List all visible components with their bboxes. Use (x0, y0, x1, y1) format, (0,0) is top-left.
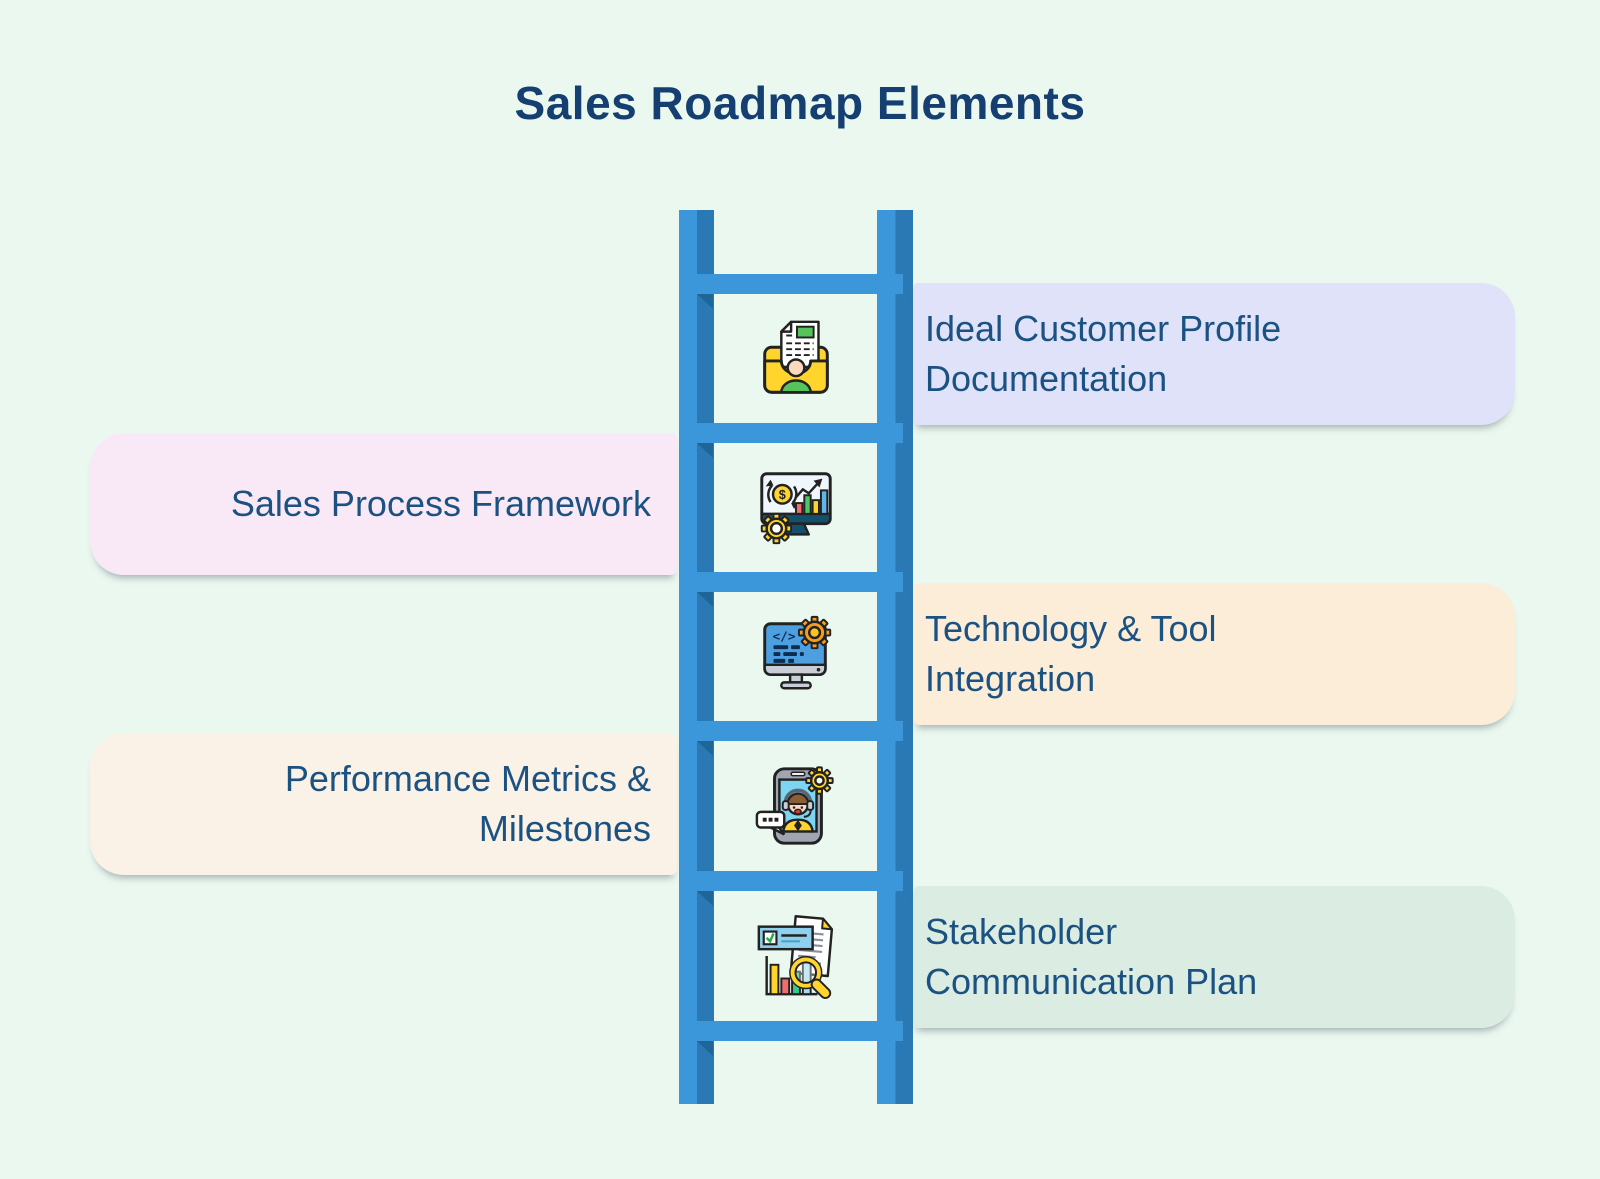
card-technology-tool-integration: Technology & Tool Integration (913, 583, 1515, 725)
ladder-rung (695, 1021, 903, 1041)
report-magnifier-chart-icon (752, 912, 840, 1000)
card-label: Ideal Customer Profile Documentation (925, 307, 1282, 399)
card-stakeholder-communication-plan: Stakeholder Communication Plan (913, 886, 1515, 1028)
card-performance-metrics-milestones: Performance Metrics & Milestones (90, 733, 677, 875)
support-agent-tablet-icon (752, 762, 840, 850)
card-label: Technology & Tool Integration (925, 607, 1217, 699)
card-ideal-customer-profile: Ideal Customer Profile Documentation (913, 283, 1515, 425)
customer-profile-folder-icon (752, 314, 840, 402)
ladder-left-rail (679, 210, 714, 1104)
card-label: Sales Process Framework (230, 482, 651, 524)
ladder-rung (695, 572, 903, 592)
sales-analytics-monitor-icon: $ (752, 463, 840, 551)
page-title: Sales Roadmap Elements (514, 77, 1086, 129)
ladder-rung (695, 423, 903, 443)
ladder-right-rail (877, 210, 913, 1104)
ladder-rung (695, 274, 903, 294)
card-label: Stakeholder Communication Plan (925, 910, 1258, 1002)
ladder-rung (695, 721, 903, 741)
ladder-rung (695, 871, 903, 891)
card-sales-process-framework: Sales Process Framework (90, 433, 677, 575)
card-label: Performance Metrics & Milestones (284, 757, 651, 849)
code-monitor-gear-icon: </> (752, 612, 840, 700)
svg-text:</>: </> (773, 628, 796, 643)
svg-text:$: $ (779, 487, 786, 502)
